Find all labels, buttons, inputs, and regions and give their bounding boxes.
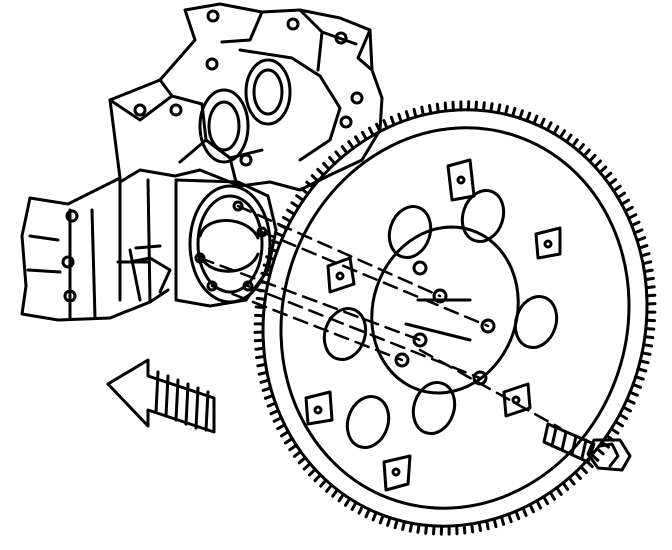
engine-block xyxy=(20,2,384,322)
alignment-lines xyxy=(198,204,562,430)
flywheel-bolt xyxy=(542,422,632,472)
flywheel xyxy=(253,100,657,536)
engine-lower-detail xyxy=(116,248,150,302)
crankshaft-flange xyxy=(174,178,278,308)
hatched-arrow-icon xyxy=(106,358,216,434)
